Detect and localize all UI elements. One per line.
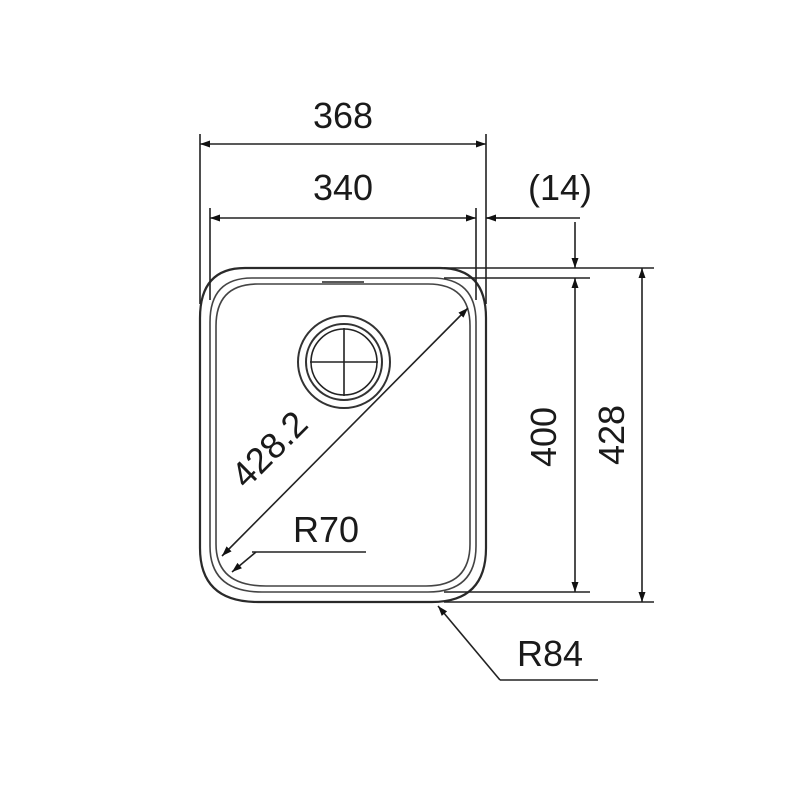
dim-inner-height-label: 400 (523, 407, 564, 467)
dim-inner-radius: R70 (231, 509, 366, 573)
dim-rim-offset-label: (14) (528, 167, 592, 208)
sink-outer-outline (198, 266, 488, 604)
dim-outer-radius-arrow (437, 605, 501, 681)
dim-inner-height: 400 (523, 278, 579, 592)
dim-outer-width-label: 368 (313, 95, 373, 136)
dim-outer-radius: R84 (437, 605, 598, 681)
dim-inner-width: 340 (210, 167, 476, 222)
dim-rim-offset: (14) (486, 167, 592, 268)
dim-inner-radius-label: R70 (293, 509, 359, 550)
dim-outer-radius-label: R84 (517, 633, 583, 674)
drain (297, 315, 391, 409)
dim-outer-width: 368 (200, 95, 486, 148)
dim-inner-radius-arrow (231, 551, 257, 573)
dim-outer-height-label: 428 (591, 405, 632, 465)
dim-outer-height: 428 (591, 268, 646, 602)
extension-lines (199, 134, 654, 603)
sink-inner-outline (209, 277, 477, 593)
sink-bowl-edge (215, 283, 471, 587)
dim-inner-width-label: 340 (313, 167, 373, 208)
dim-diagonal-label: 428.2 (223, 403, 316, 496)
dim-diagonal-line (221, 307, 469, 557)
sink-body (198, 266, 488, 604)
